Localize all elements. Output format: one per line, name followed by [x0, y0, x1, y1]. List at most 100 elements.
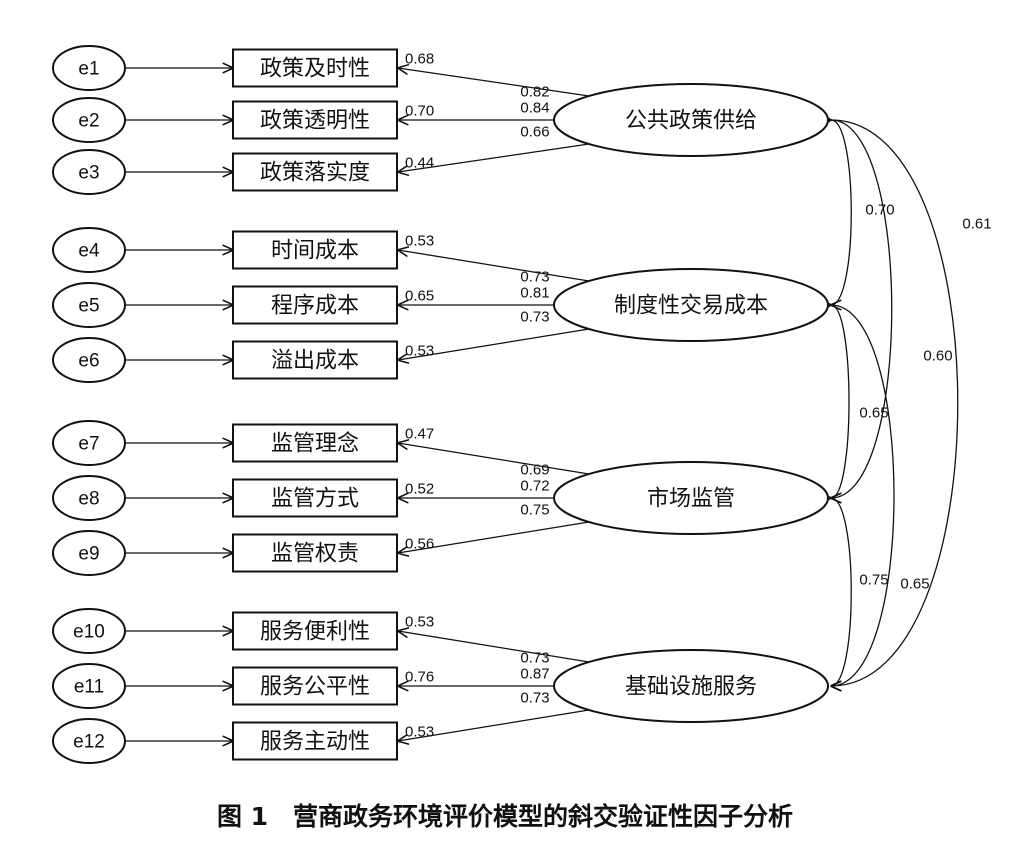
error-node-e4 — [52, 227, 126, 273]
latent-label: 公共政策供给 — [625, 109, 757, 134]
correlation-label: 0.65 — [900, 576, 929, 593]
r-squared-label: 0.56 — [405, 536, 434, 553]
correlation-arc-L3-L4 — [831, 498, 852, 686]
r-squared-label: 0.53 — [405, 724, 434, 741]
indicator-label: 程序成本 — [271, 294, 359, 319]
correlation-arc-L2-L4 — [831, 305, 895, 686]
error-node-e5 — [52, 282, 126, 328]
indicator-box-e12 — [232, 721, 398, 761]
indicator-box-e5 — [232, 285, 398, 325]
latent-node-L2 — [553, 268, 829, 342]
correlation-label: 0.60 — [923, 348, 952, 365]
error-label: e12 — [73, 732, 105, 753]
indicator-label: 政策落实度 — [260, 161, 370, 186]
error-label: e1 — [78, 59, 99, 80]
error-node-e6 — [52, 337, 126, 383]
indicator-label: 服务便利性 — [260, 620, 370, 645]
r-squared-label: 0.70 — [405, 103, 434, 120]
correlation-arc-L2-L3 — [831, 305, 850, 498]
r-squared-label: 0.53 — [405, 343, 434, 360]
latent-label: 市场监管 — [647, 487, 735, 512]
error-label: e9 — [78, 544, 99, 565]
loading-path — [398, 143, 590, 172]
r-squared-label: 0.53 — [405, 614, 434, 631]
error-node-e9 — [52, 530, 126, 576]
indicator-label: 监管权责 — [271, 542, 359, 567]
error-label: e10 — [73, 622, 105, 643]
loading-path — [398, 631, 590, 663]
error-node-e1 — [52, 45, 126, 91]
correlation-label: 0.65 — [859, 405, 888, 422]
error-node-e12 — [52, 718, 126, 764]
error-label: e4 — [78, 241, 100, 262]
indicator-label: 政策透明性 — [260, 109, 370, 134]
error-label: e7 — [78, 434, 99, 455]
loading-label: 0.81 — [520, 285, 549, 302]
loading-label: 0.73 — [520, 309, 549, 326]
indicator-label: 服务主动性 — [260, 730, 370, 755]
correlation-arc-L1-L4 — [831, 120, 959, 686]
indicator-label: 溢出成本 — [271, 349, 359, 374]
error-node-e8 — [52, 475, 126, 521]
r-squared-label: 0.44 — [405, 155, 434, 172]
figure-caption: 图 1 营商政务环境评价模型的斜交验证性因子分析 — [216, 802, 794, 831]
correlation-label: 0.75 — [859, 572, 888, 589]
r-squared-label: 0.65 — [405, 288, 434, 305]
correlation-label: 0.61 — [962, 216, 991, 233]
latent-label: 基础设施服务 — [625, 675, 757, 700]
error-node-e10 — [52, 608, 126, 654]
correlation-label: 0.70 — [865, 202, 894, 219]
indicator-box-e1 — [232, 48, 398, 88]
error-label: e2 — [78, 111, 99, 132]
latent-node-L3 — [553, 461, 829, 535]
loading-label: 0.82 — [520, 84, 549, 101]
loading-path — [398, 521, 590, 553]
indicator-label: 时间成本 — [271, 239, 359, 264]
correlation-arc-L1-L3 — [831, 120, 893, 498]
indicator-box-e10 — [232, 611, 398, 651]
indicator-box-e6 — [232, 340, 398, 380]
loading-path — [398, 250, 590, 282]
error-label: e5 — [78, 296, 99, 317]
loading-label: 0.69 — [520, 462, 549, 479]
r-squared-label: 0.68 — [405, 51, 434, 68]
indicator-label: 服务公平性 — [260, 675, 370, 700]
loading-label: 0.75 — [520, 502, 549, 519]
indicator-box-e3 — [232, 152, 398, 192]
indicator-box-e7 — [232, 423, 398, 463]
error-node-e7 — [52, 420, 126, 466]
loading-path — [398, 328, 590, 360]
error-node-e3 — [52, 149, 126, 195]
error-label: e6 — [78, 351, 99, 372]
latent-label: 制度性交易成本 — [614, 294, 768, 319]
loading-path — [398, 443, 590, 475]
loading-label: 0.73 — [520, 690, 549, 707]
indicator-box-e8 — [232, 478, 398, 518]
loading-label: 0.87 — [520, 666, 549, 683]
latent-node-L1 — [553, 83, 829, 157]
loading-label: 0.73 — [520, 650, 549, 667]
indicator-label: 监管理念 — [271, 432, 359, 457]
loading-label: 0.72 — [520, 478, 549, 495]
loading-path — [398, 68, 590, 97]
correlation-arc-L1-L2 — [831, 120, 852, 305]
error-label: e11 — [74, 677, 104, 698]
indicator-label: 监管方式 — [271, 487, 359, 512]
loading-path — [398, 709, 590, 741]
error-node-e2 — [52, 97, 126, 143]
latent-node-L4 — [553, 649, 829, 723]
indicator-box-e9 — [232, 533, 398, 573]
indicator-box-e11 — [232, 666, 398, 706]
error-node-e11 — [52, 663, 126, 709]
r-squared-label: 0.53 — [405, 233, 434, 250]
error-label: e3 — [78, 163, 99, 184]
loading-label: 0.66 — [520, 124, 549, 141]
error-label: e8 — [78, 489, 99, 510]
loading-label: 0.73 — [520, 269, 549, 286]
r-squared-label: 0.52 — [405, 481, 434, 498]
indicator-box-e2 — [232, 100, 398, 140]
loading-label: 0.84 — [520, 100, 549, 117]
r-squared-label: 0.76 — [405, 669, 434, 686]
r-squared-label: 0.47 — [405, 426, 434, 443]
